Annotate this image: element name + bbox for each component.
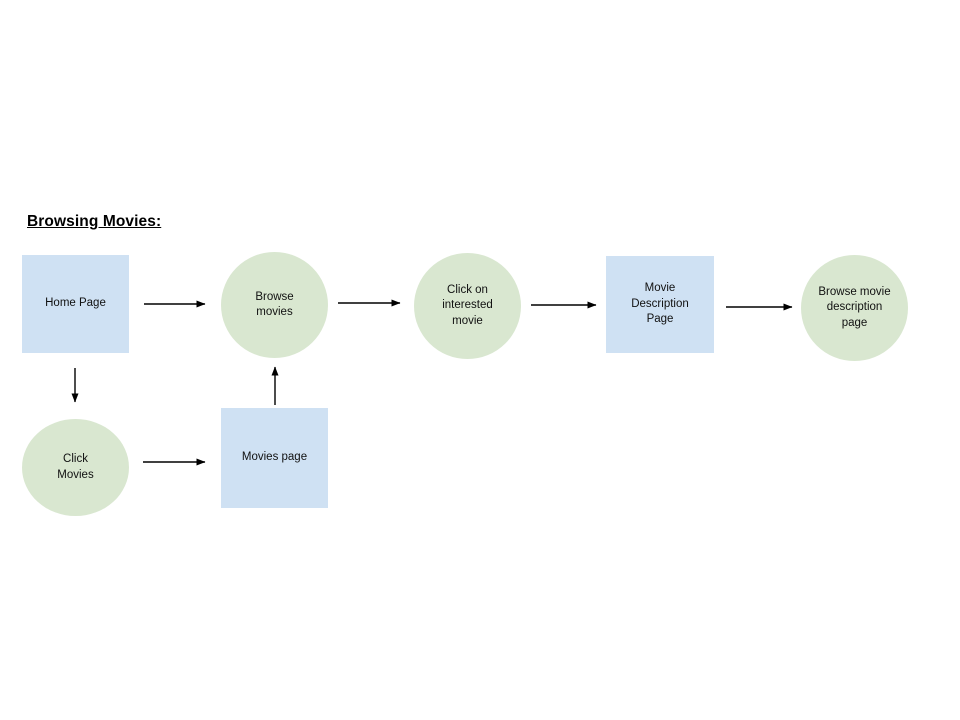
node-label: Browse movies (255, 290, 294, 319)
node-label: Home Page (45, 297, 106, 310)
node-label: Click Movies (57, 453, 94, 481)
node-movie-description-page[interactable]: Movie Description Page (606, 256, 714, 353)
page-title: Browsing Movies: (27, 213, 162, 230)
node-browse-movies[interactable]: Browse movies (221, 252, 328, 358)
node-browse-movie-description-page[interactable]: Browse movie description page (801, 255, 908, 361)
node-label: Click on interested movie (442, 283, 493, 327)
node-home-page[interactable]: Home Page (22, 255, 129, 353)
node-label: Browse movie description page (818, 285, 891, 329)
node-label: Movies page (241, 451, 308, 464)
node-movies-page[interactable]: Movies page (221, 408, 328, 508)
node-click-on-interested-movie[interactable]: Click on interested movie (414, 253, 521, 359)
node-label: Movie Description Page (631, 282, 689, 326)
node-click-movies[interactable]: Click Movies (22, 419, 129, 516)
